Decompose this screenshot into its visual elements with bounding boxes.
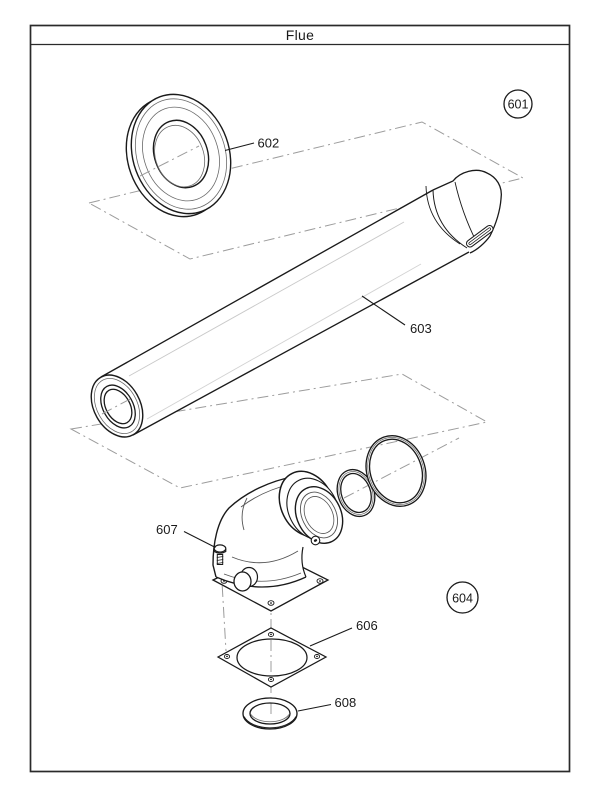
elbow-base-rim bbox=[223, 572, 302, 582]
callout-601-label[interactable]: 601 bbox=[508, 98, 529, 112]
socket-lock-port-slot bbox=[313, 539, 318, 542]
callout-604-label[interactable]: 604 bbox=[452, 592, 473, 606]
callout-602-label[interactable]: 602 bbox=[258, 136, 280, 151]
pipe-axis-line bbox=[101, 397, 133, 415]
pipe-shade-line bbox=[146, 263, 422, 420]
callout-607-label[interactable]: 607 bbox=[156, 522, 178, 537]
screw-axis-line bbox=[220, 564, 227, 652]
part-602-flange-ring bbox=[125, 93, 232, 218]
page-title: Flue bbox=[286, 27, 314, 43]
elbow-knee-contour bbox=[241, 497, 248, 531]
gasket-plate bbox=[216, 627, 328, 688]
stub-face bbox=[233, 571, 252, 592]
leader-603 bbox=[361, 295, 406, 326]
terminal-collar-arc bbox=[432, 189, 468, 249]
elbow-bend-contour bbox=[231, 550, 299, 564]
pipe-top-edge bbox=[100, 189, 434, 378]
ring-detail-inner bbox=[142, 106, 220, 202]
o-ring-large bbox=[365, 435, 427, 507]
pipe-highlight-line bbox=[128, 221, 405, 377]
terminal-vent-slot bbox=[466, 225, 494, 248]
screw-threads bbox=[216, 556, 224, 564]
ring-bore-shadow bbox=[154, 124, 206, 188]
socket-bore-outer bbox=[299, 491, 339, 539]
pipe-seam-arc bbox=[425, 185, 461, 245]
part-604-elbow-assembly bbox=[211, 435, 427, 612]
terminal-cap-outline bbox=[432, 169, 502, 254]
pipe-open-end-inner-rim bbox=[93, 378, 141, 434]
socket-bore-inner bbox=[303, 496, 335, 534]
elbow-outline-left bbox=[212, 475, 297, 578]
elbow-outline-right bbox=[301, 546, 307, 578]
gasket-holes bbox=[223, 632, 321, 682]
leader-602 bbox=[224, 142, 255, 152]
ring-detail-outer bbox=[134, 98, 228, 210]
callout-circle-601[interactable]: 601 bbox=[503, 89, 533, 119]
part-608-seal bbox=[242, 697, 298, 730]
seal-inner-arc bbox=[250, 714, 290, 723]
leader-606 bbox=[309, 627, 353, 647]
screw-head-top bbox=[213, 544, 227, 553]
part-606-gasket bbox=[216, 627, 328, 688]
seal-thickness-arc bbox=[243, 716, 297, 729]
callout-606-label[interactable]: 606 bbox=[356, 618, 378, 633]
part-603-flue-pipe bbox=[90, 169, 502, 438]
leader-lines bbox=[183, 142, 406, 712]
leader-608 bbox=[297, 703, 332, 712]
callout-603-label[interactable]: 603 bbox=[410, 321, 432, 336]
pipe-bottom-edge bbox=[132, 251, 470, 436]
leader-607 bbox=[183, 531, 216, 548]
part-607-screw bbox=[213, 544, 227, 565]
callout-circle-604[interactable]: 604 bbox=[446, 581, 479, 614]
elbow-axis-line bbox=[343, 437, 460, 499]
elbow-base-arc bbox=[215, 576, 307, 588]
pipe-inner-tube-ring bbox=[100, 384, 136, 429]
seal-ring bbox=[242, 697, 298, 730]
pipe-body bbox=[101, 190, 467, 435]
callout-608-label[interactable]: 608 bbox=[335, 695, 357, 710]
socket-mouth bbox=[294, 486, 344, 544]
flange-plate-holes bbox=[220, 578, 324, 606]
